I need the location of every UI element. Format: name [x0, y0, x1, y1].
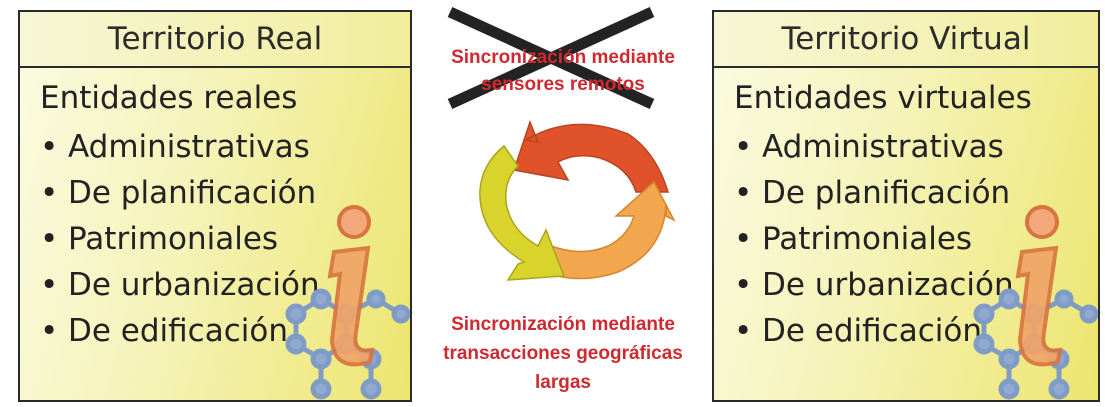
list-item: •Patrimoniales — [734, 216, 1014, 262]
cross-out-icon — [447, 6, 655, 110]
info-figure-icon — [973, 205, 1098, 400]
list-item-label: Patrimoniales — [68, 221, 279, 257]
list-item-label: De edificación — [762, 313, 982, 349]
virtual-entities-list: •Administrativas •De planificación •Patr… — [734, 124, 1014, 354]
label-line: Sincronización mediante — [451, 314, 675, 335]
real-territory-panel: Territorio Real Entidades reales •Admini… — [18, 10, 412, 402]
label-line: Sincronización mediante — [451, 47, 675, 68]
real-territory-title: Territorio Real — [20, 12, 410, 68]
bullet-icon: • — [40, 221, 59, 257]
bullet-icon: • — [734, 221, 753, 257]
list-item-label: De urbanización — [762, 267, 1014, 303]
bullet-icon: • — [40, 267, 59, 303]
geo-transactions-sync-label: Sincronización mediante transacciones ge… — [418, 310, 708, 397]
list-item: •De edificación — [40, 308, 320, 354]
list-item: •De urbanización — [734, 262, 1014, 308]
bullet-icon: • — [734, 267, 753, 303]
bullet-icon: • — [734, 129, 753, 165]
cycle-arrows-icon — [479, 119, 676, 281]
bullet-icon: • — [40, 313, 59, 349]
label-line: largas — [535, 372, 591, 393]
info-figure-icon — [285, 205, 410, 400]
virtual-territory-title: Territorio Virtual — [714, 12, 1098, 68]
bullet-icon: • — [40, 129, 59, 165]
list-item-label: De planificación — [762, 175, 1011, 211]
remote-sensing-sync-label: Sincronización mediante sensores remotos — [418, 44, 708, 98]
list-item: •De urbanización — [40, 262, 320, 308]
bullet-icon: • — [734, 175, 753, 211]
list-item-label: De edificación — [68, 313, 288, 349]
list-item: •Patrimoniales — [40, 216, 320, 262]
label-line: sensores remotos — [481, 74, 645, 95]
real-entities-list: •Administrativas •De planificación •Patr… — [40, 124, 320, 354]
list-item: •De planificación — [734, 170, 1014, 216]
bullet-icon: • — [734, 313, 753, 349]
list-item: •De edificación — [734, 308, 1014, 354]
virtual-entities-heading: Entidades virtuales — [734, 80, 1032, 116]
list-item-label: Administrativas — [762, 129, 1004, 165]
list-item: •Administrativas — [40, 124, 320, 170]
list-item: •De planificación — [40, 170, 320, 216]
list-item: •Administrativas — [734, 124, 1014, 170]
list-item-label: Administrativas — [68, 129, 310, 165]
list-item-label: De urbanización — [68, 267, 320, 303]
list-item-label: Patrimoniales — [762, 221, 973, 257]
virtual-territory-panel: Territorio Virtual Entidades virtuales •… — [712, 10, 1100, 402]
list-item-label: De planificación — [68, 175, 317, 211]
label-line: transacciones geográficas — [443, 343, 683, 364]
real-entities-heading: Entidades reales — [40, 80, 298, 116]
bullet-icon: • — [40, 175, 59, 211]
